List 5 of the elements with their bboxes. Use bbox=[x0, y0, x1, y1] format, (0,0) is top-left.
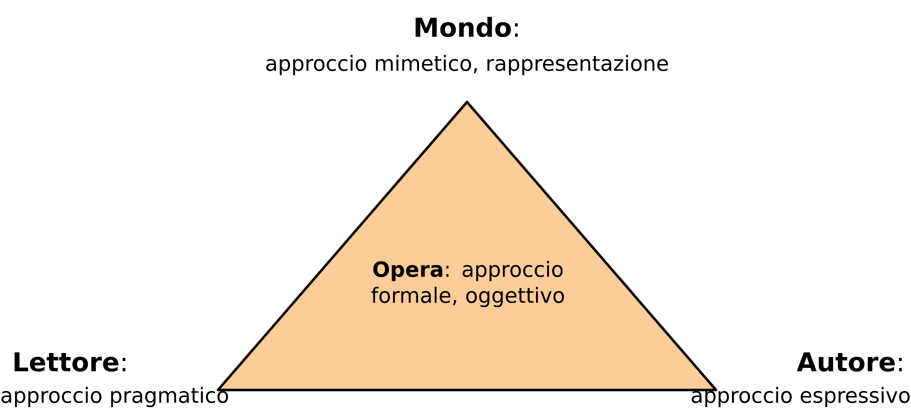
vertex-title: Autore: bbox=[796, 352, 902, 372]
vertex-title: Lettore: bbox=[14, 352, 126, 372]
triangle: Opera: approccio formale, oggettivo bbox=[216, 100, 718, 392]
vertex-description: approccio mimetico, rappresentazione bbox=[266, 54, 668, 76]
vertex-title: Mondo: bbox=[416, 16, 518, 38]
